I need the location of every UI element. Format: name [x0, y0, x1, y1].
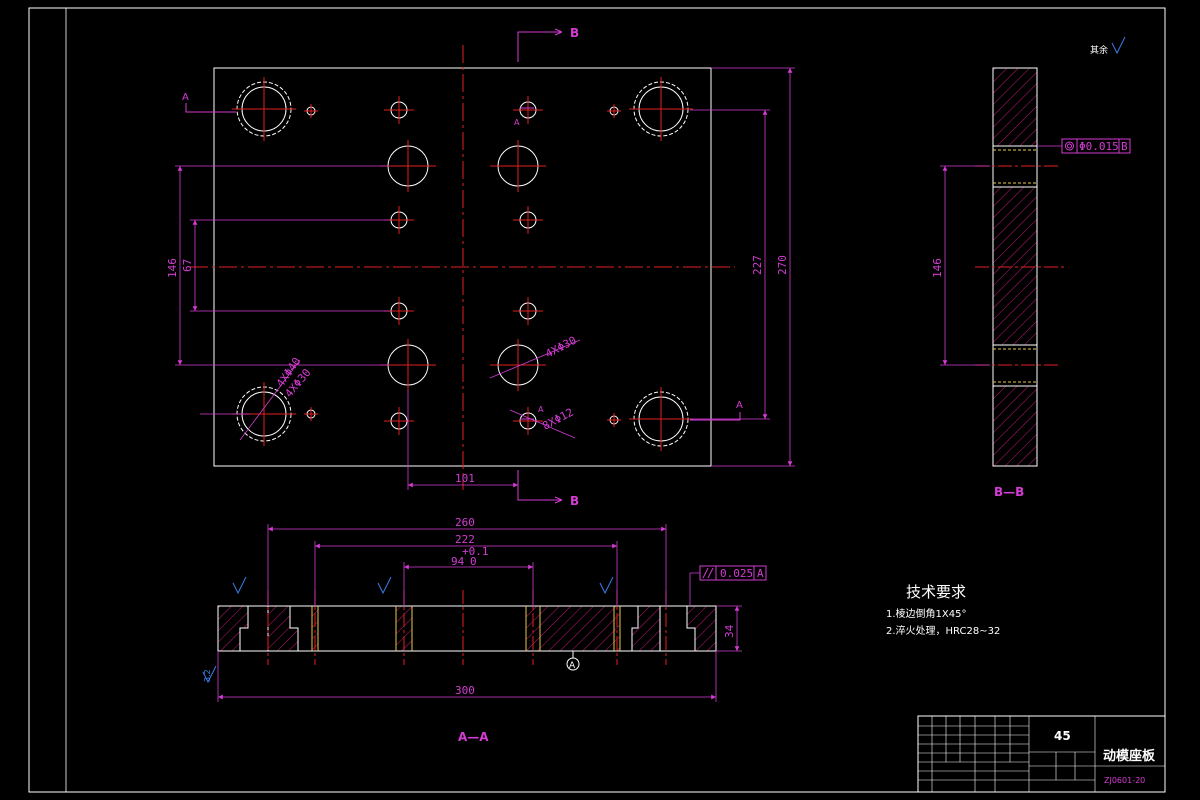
view-label-bb: B—B [994, 485, 1024, 499]
screw-hole-crosses [304, 104, 621, 427]
plan-dimension-lines [175, 67, 795, 490]
inner-frame [65, 7, 1166, 793]
section-view: 260 222 +0.1 94 0 300 34 0.025 A A 3.2 A… [202, 516, 767, 744]
title-block-grid [918, 716, 1165, 792]
callout-4x30-right: 4XΦ30 [543, 334, 578, 361]
side-hidden-lines [993, 149, 1037, 383]
dim-222: 222 [455, 533, 475, 546]
tech-title: 技术要求 [906, 583, 966, 601]
concentricity-datum: B [1121, 140, 1128, 153]
side-centerlines [975, 165, 1065, 366]
side-dim-146: 146 [931, 258, 944, 278]
dim-tol-upper: +0.1 [462, 545, 489, 558]
concentricity-frame [1061, 138, 1131, 154]
callout-8x12: 8XΦ12 [540, 406, 575, 433]
parallelism-frame [699, 565, 767, 581]
roughness-mark: 3.2 [203, 669, 212, 682]
dim-34: 34 [723, 624, 736, 638]
material: 45 [1054, 729, 1071, 743]
large-hole-2 [490, 140, 546, 192]
section-outline [217, 605, 717, 652]
corner-hole-tl [232, 77, 296, 141]
parallelism-value: 0.025 [720, 567, 753, 580]
large-hole-4 [490, 339, 546, 391]
side-hatch-1 [993, 68, 1037, 146]
side-hatch-2 [993, 187, 1037, 345]
side-view: 146 Φ0.015 B B—B 其余 [931, 36, 1131, 499]
dim-94: 94 [451, 555, 465, 568]
datum-label: A [569, 661, 576, 671]
datum-symbol [566, 651, 580, 671]
corner-hole-tr [629, 77, 693, 141]
section-a-label-hole-2: A [538, 405, 544, 414]
dim-260: 260 [455, 516, 475, 529]
section-dimension-lines [217, 524, 742, 702]
part-name: 动模座板 [1103, 748, 1156, 764]
side-bore-lines [993, 145, 1037, 387]
side-dimension-lines [940, 145, 1062, 366]
dim-146: 146 [166, 258, 179, 278]
dim-300: 300 [455, 684, 475, 697]
tech-item-1: 1.棱边倒角1X45° [886, 607, 966, 620]
dim-tol-lower: 0 [470, 555, 477, 568]
concentricity-value: Φ0.015 [1079, 140, 1119, 153]
section-a-label-right: A [736, 400, 743, 411]
section-a-label-hole-1: A [514, 118, 520, 127]
plan-view: B B A A A A [166, 26, 795, 508]
tech-item-2: 2.淬火处理，HRC28~32 [886, 624, 1000, 637]
view-label-aa: A—A [458, 730, 489, 744]
corner-hole-br [629, 387, 693, 451]
section-a-markers [185, 103, 741, 421]
dim-270: 270 [776, 255, 789, 275]
roughness-symbols [202, 576, 614, 684]
section-a-label-top-left: A [182, 92, 189, 103]
section-b-markers [517, 28, 563, 504]
section-hatch-area [218, 606, 716, 651]
drawing-number: ZJ0601-20 [1104, 776, 1145, 785]
section-b-label-top: B [570, 26, 579, 40]
tech-requirements: 技术要求 1.棱边倒角1X45° 2.淬火处理，HRC28~32 [886, 583, 1000, 637]
roughness-icon [1111, 36, 1126, 55]
parallelism-datum: A [757, 567, 764, 580]
section-hidden-lines [311, 606, 621, 651]
section-b-label-bottom: B [570, 494, 579, 508]
dim-101: 101 [455, 472, 475, 485]
section-step-outlines [239, 606, 696, 651]
large-hole-3 [380, 339, 436, 391]
dim-227: 227 [751, 255, 764, 275]
side-hatch-3 [993, 386, 1037, 466]
large-hole-1 [380, 140, 436, 192]
dim-67: 67 [181, 259, 194, 272]
title-block: 45 动模座板 ZJ0601-20 [917, 715, 1166, 793]
roughness-note: 其余 [1090, 44, 1108, 56]
